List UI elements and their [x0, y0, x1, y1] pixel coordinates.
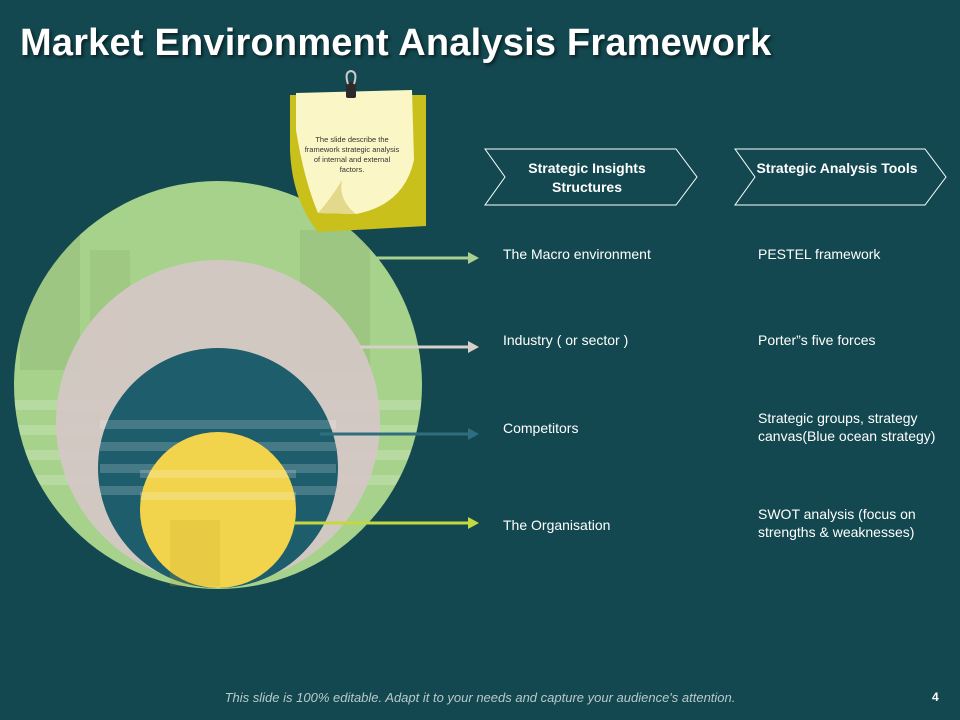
header-strategic-insights: Strategic Insights Structures: [528, 160, 646, 195]
arrow-macro: [376, 252, 479, 264]
slide-title: Market Environment Analysis Framework: [20, 22, 772, 64]
binder-clip-icon: [345, 69, 357, 98]
tool-macro: PESTEL framework: [758, 246, 881, 262]
structure-competitors: Competitors: [503, 420, 579, 436]
arrow-organisation: [294, 517, 479, 529]
tool-organisation: SWOT analysis (focus on strengths & weak…: [758, 506, 916, 540]
structure-macro: The Macro environment: [503, 246, 651, 262]
footer-note: This slide is 100% editable. Adapt it to…: [224, 690, 736, 705]
arrow-industry: [360, 341, 479, 353]
structure-organisation: The Organisation: [503, 517, 611, 533]
structure-industry: Industry ( or sector ): [503, 332, 629, 348]
tool-competitors: Strategic groups, strategy canvas(Blue o…: [758, 410, 936, 444]
chevron-tools: [734, 148, 947, 206]
sticky-note-text: The slide describe the framework strateg…: [304, 135, 400, 174]
chevron-insights: [484, 148, 698, 206]
sticky-note: [290, 90, 426, 232]
tool-industry: Porter”s five forces: [758, 332, 876, 348]
page-number: 4: [932, 690, 939, 704]
circle-organisation: [140, 432, 296, 588]
arrow-competitors: [320, 428, 479, 440]
header-strategic-tools: Strategic Analysis Tools: [756, 160, 918, 176]
core-texture: [140, 470, 296, 586]
